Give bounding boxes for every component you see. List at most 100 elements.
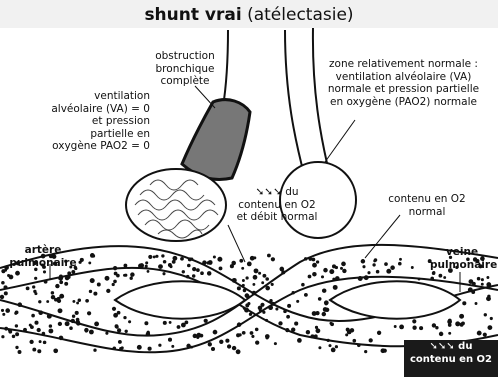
blood-cell-dot <box>469 279 474 284</box>
blood-cell-dot <box>88 261 91 264</box>
blood-cell-dot <box>47 314 52 319</box>
collapsed-alveolus <box>126 169 226 241</box>
blood-cell-dot <box>443 276 446 279</box>
blood-cell-dot <box>192 274 195 277</box>
blood-cell-dot <box>182 270 185 273</box>
blood-cell-dot <box>357 344 361 348</box>
blood-cell-dot <box>448 323 452 327</box>
blood-cell-dot <box>32 285 35 288</box>
blood-cell-dot <box>268 305 273 310</box>
blood-cell-dot <box>34 292 37 295</box>
blood-cell-dot <box>46 300 49 303</box>
blood-cell-dot <box>93 349 96 352</box>
blood-cell-dot <box>291 328 295 332</box>
blood-cell-dot <box>162 272 165 275</box>
blood-cell-dot <box>169 265 172 268</box>
blood-cell-dot <box>130 272 134 276</box>
blood-cell-dot <box>113 313 118 318</box>
blood-cell-dot <box>411 266 414 269</box>
blood-cell-dot <box>274 342 277 345</box>
blood-cell-dot <box>315 326 318 329</box>
blood-cell-dot <box>283 310 287 314</box>
blood-cell-dot <box>483 333 487 337</box>
blood-cell-dot <box>58 322 62 326</box>
blood-cell-dot <box>204 319 208 323</box>
blood-cell-dot <box>113 347 117 351</box>
blood-cell-dot <box>213 255 216 258</box>
label-left-alveolus-line-4: partielle en <box>20 128 150 141</box>
blood-cell-dot <box>316 260 319 263</box>
blood-cell-dot <box>383 349 387 353</box>
blood-cell-dot <box>324 300 329 305</box>
label-content-normal: contenu en O2 normal <box>382 193 472 218</box>
blood-cell-dot <box>481 278 484 281</box>
blood-cell-dot <box>8 328 12 332</box>
label-vein-line-2: pulmonaire <box>430 259 494 272</box>
title-normal: (atélectasie) <box>247 5 353 25</box>
blood-cell-dot <box>461 322 465 326</box>
blood-cell-dot <box>196 333 201 338</box>
diagram-title: shunt vrai (atélectasie) <box>0 4 498 26</box>
blood-cell-dot <box>32 348 36 352</box>
blood-cell-dot <box>267 254 271 258</box>
blood-cell-dot <box>78 298 81 301</box>
blood-cell-dot <box>455 321 460 326</box>
blood-cell-dot <box>247 262 252 267</box>
blood-cell-dot <box>243 289 247 293</box>
blood-cell-dot <box>377 331 381 335</box>
label-right-alveolus-line-4: en oxygène (PAO2) normale <box>316 96 491 109</box>
blood-cell-dot <box>146 332 150 336</box>
label-right-alveolus: zone relativement normale : ventilation … <box>316 58 491 108</box>
blood-cell-dot <box>252 291 257 296</box>
label-left-alveolus-line-1: ventilation <box>20 90 150 103</box>
blood-cell-dot <box>418 278 421 281</box>
blood-cell-dot <box>271 283 274 286</box>
blood-cell-dot <box>372 263 375 266</box>
blood-cell-dot <box>2 313 5 316</box>
blood-cell-dot <box>192 267 196 271</box>
blood-cell-dot <box>213 330 218 335</box>
blood-cell-dot <box>106 289 110 293</box>
blood-cell-dot <box>148 347 152 351</box>
blood-cell-dot <box>477 277 481 281</box>
blood-cell-dot <box>486 296 491 301</box>
blood-cell-dot <box>38 310 43 315</box>
blood-cell-dot <box>89 330 94 335</box>
label-artery-line-1: artère <box>8 244 78 257</box>
bronchial-obstruction <box>182 100 250 180</box>
blood-cell-dot <box>278 321 282 325</box>
blood-cell-dot <box>286 315 290 319</box>
blood-cell-dot <box>335 266 338 269</box>
blood-cell-dot <box>72 315 75 318</box>
blood-cell-dot <box>318 346 321 349</box>
blood-cell-dot <box>227 344 231 348</box>
blood-cell-dot <box>39 340 42 343</box>
blood-cell-dot <box>113 280 117 284</box>
blood-cell-dot <box>177 325 181 329</box>
blood-cell-dot <box>439 274 443 278</box>
label-artery: artère pulmonaire <box>8 244 78 269</box>
blood-cell-dot <box>190 346 193 349</box>
blood-cell-dot <box>394 325 397 328</box>
blood-cell-dot <box>130 277 133 280</box>
blood-cell-dot <box>1 335 4 338</box>
blood-cell-dot <box>94 321 99 326</box>
blood-cell-dot <box>180 257 184 261</box>
blood-cell-dot <box>219 340 223 344</box>
blood-cell-dot <box>208 342 212 346</box>
blood-cell-dot <box>252 283 255 286</box>
blood-cell-dot <box>48 329 53 334</box>
label-vein-line-1: veine <box>430 246 494 259</box>
blood-cell-dot <box>232 278 237 283</box>
blood-cell-dot <box>158 344 161 347</box>
blood-cell-dot <box>296 300 299 303</box>
blood-cell-dot <box>59 280 63 284</box>
blood-cell-dot <box>15 346 18 349</box>
blood-cell-dot <box>0 295 4 299</box>
blood-cell-dot <box>161 254 164 257</box>
blood-cell-dot <box>49 324 52 327</box>
label-right-alveolus-line-2: ventilation alvéolaire (VA) <box>316 71 491 84</box>
blood-cell-dot <box>123 316 126 319</box>
blood-cell-dot <box>59 336 64 341</box>
blood-cell-dot <box>185 321 189 325</box>
